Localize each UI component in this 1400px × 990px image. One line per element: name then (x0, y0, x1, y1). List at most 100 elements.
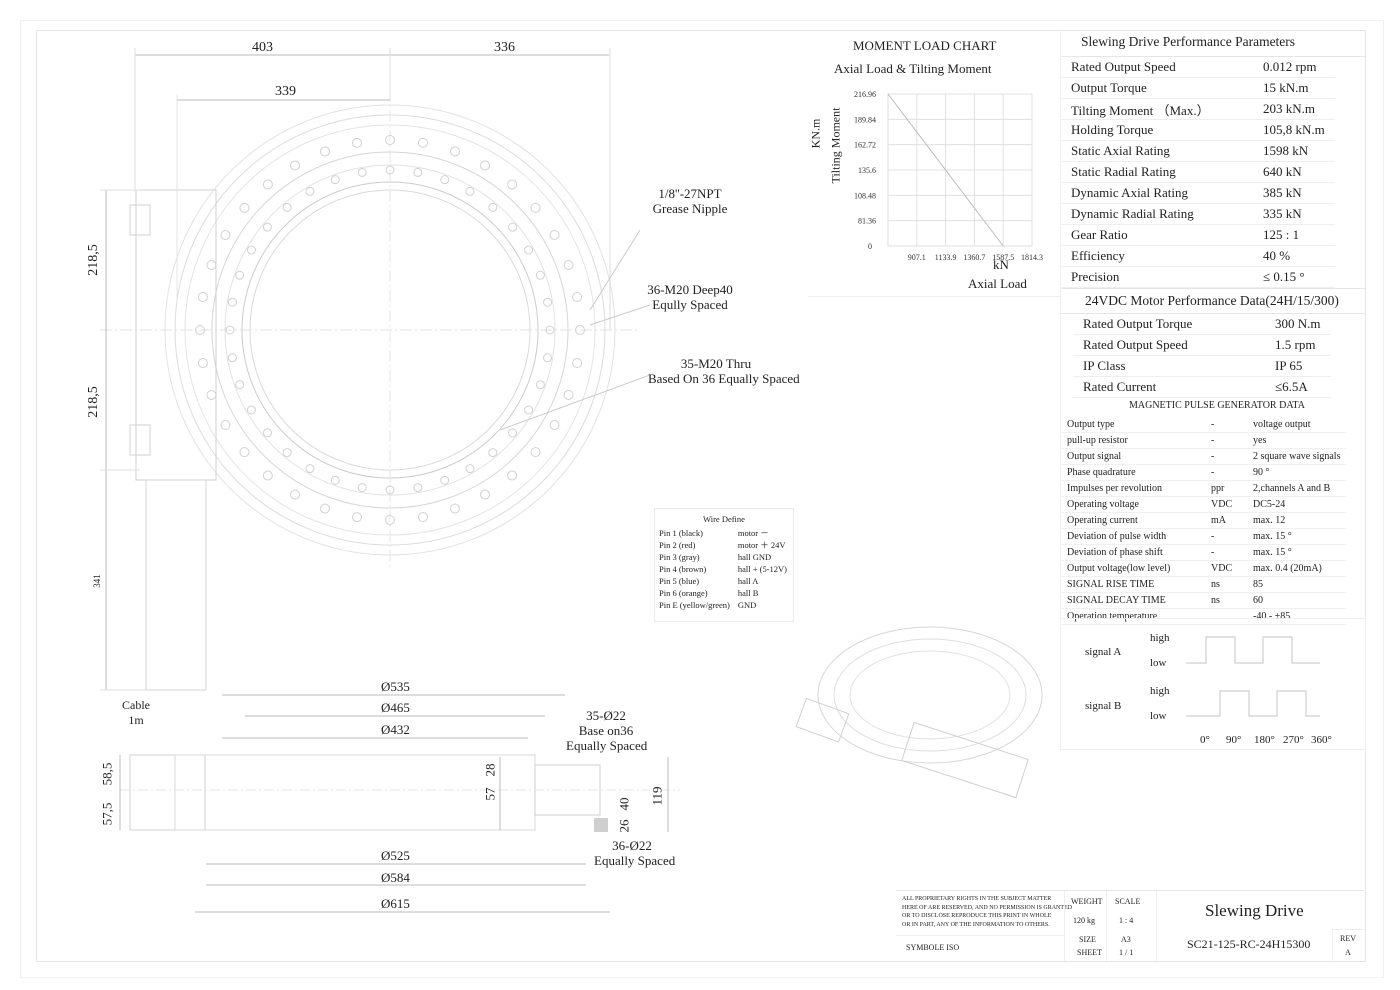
x-tick-label: 1814.3 (1021, 253, 1043, 262)
bolt-hole (220, 230, 231, 240)
pulse-row-cell: - (1205, 417, 1247, 433)
perf-row-cell: ≤ 0.15 ° (1253, 266, 1335, 288)
wire-row-cell: Pin 3 (gray) (659, 552, 700, 562)
bolt-hole (413, 167, 423, 177)
wire-row-cell: hall GND (737, 552, 772, 562)
wire-row-cell: Pin E (yellow/green) (659, 600, 730, 610)
pulse-row: pull-up resistor-yes (1061, 432, 1347, 449)
pulse-row: Phase quadrature-90 ° (1061, 464, 1347, 481)
bolt-hole (535, 270, 545, 280)
bolt-hole (290, 489, 300, 500)
bolt-hole (563, 389, 574, 400)
wire-row-cell: hall + (5-12V) (737, 564, 787, 574)
wire-row: Pin E (yellow/green) GND (655, 599, 791, 611)
bolt-hole (575, 325, 585, 335)
perf-row: Tilting Moment （Max.）203 kN.m (1061, 98, 1335, 120)
pulse-row-cell: - (1205, 544, 1247, 561)
chart-subtitle: Axial Load & Tilting Moment (834, 61, 992, 76)
pulse-row-cell: ns (1205, 576, 1247, 593)
perf-row-cell: Dynamic Radial Rating (1061, 203, 1253, 225)
bolt-hole (385, 135, 395, 145)
bolt-hole (246, 245, 256, 255)
angle-0: 0° (1200, 734, 1210, 746)
wire-table: Pin 1 (black)motor －Pin 2 (red)motor ＋ 2… (655, 527, 791, 611)
bolt-hole (320, 146, 331, 157)
pulse-row-cell: Output voltage(low level) (1061, 560, 1205, 577)
wire-row-cell: GND (737, 600, 757, 610)
angle-90: 90° (1226, 734, 1242, 746)
bolt-hole (480, 489, 490, 500)
pulse-row-cell: - (1205, 464, 1247, 481)
symbol-cell: SYMBOLE ISO (896, 935, 1064, 962)
bolt-hole (227, 297, 237, 307)
pulse-row-cell: 2,channels A and B (1247, 480, 1347, 497)
weight-label: WEIGHT (1071, 897, 1103, 906)
bolt-hole (385, 485, 395, 495)
bolt-hole (235, 270, 245, 280)
signal-diagram: signal A signal B high low high low 0° 9… (1060, 618, 1366, 750)
pulse-row-cell: - (1205, 528, 1247, 545)
pulse-row-cell: ns (1205, 592, 1247, 609)
signal-a-high: high (1150, 632, 1170, 644)
bolt-hole (549, 420, 560, 430)
bolt-hole (357, 167, 367, 177)
bolt-hole (572, 292, 583, 303)
perf-row-cell: Static Radial Rating (1061, 161, 1253, 183)
dim-58-5: 58,5 (99, 762, 115, 786)
y-tick-label: 189.84 (854, 115, 876, 124)
bolt-hole (530, 447, 541, 458)
bolt-hole (417, 137, 428, 148)
signal-a-label: signal A (1085, 646, 1122, 658)
dim-57: 57 (482, 787, 498, 801)
bolt-hole (239, 202, 250, 213)
bolt-hole (545, 325, 555, 335)
perf-row-cell: 335 kN (1253, 203, 1335, 225)
signal-a-wave (1186, 636, 1320, 664)
motor-title: 24VDC Motor Performance Data(24H/15/300) (1061, 288, 1365, 314)
perf-title: Slewing Drive Performance Parameters (1061, 30, 1365, 57)
dim-d615: Ø615 (381, 896, 410, 911)
name-cell: Slewing Drive SC21-125-RC-24H15300 (1156, 891, 1333, 961)
sheet-label: SHEET (1077, 948, 1102, 957)
y-tick-label: 81.36 (858, 217, 876, 226)
bolt-hole (440, 175, 450, 185)
bolt-hole (508, 222, 518, 232)
bolt-hole (197, 292, 208, 303)
part-number: SC21-125-RC-24H15300 (1187, 937, 1311, 951)
pulse-row-cell: VDC (1205, 560, 1247, 577)
pulse-row-cell: 90 ° (1247, 464, 1347, 481)
bolt-hole (262, 179, 273, 190)
wire-row: Pin 4 (brown)hall + (5-12V) (655, 563, 791, 575)
rev-cell: REV A (1332, 929, 1365, 962)
bolt-hole (417, 512, 428, 523)
pulse-row-cell: - (1205, 432, 1247, 449)
perf-row-cell: Output Torque (1061, 77, 1253, 99)
pulse-row-cell: Phase quadrature (1061, 464, 1205, 481)
pulse-row-cell: SIGNAL RISE TIME (1061, 576, 1205, 593)
dim-339: 339 (275, 84, 296, 99)
motor-row-cell: IP 65 (1265, 355, 1331, 377)
signal-b-label: signal B (1085, 700, 1122, 712)
bolt-hole (507, 179, 518, 190)
rights-notice: ALL PROPRIETARY RIGHTS IN THE SUBJECT MA… (902, 896, 1073, 928)
dim-341: 341 (91, 574, 102, 588)
signal-a-low: low (1150, 657, 1167, 669)
pulse-row-cell: Output type (1061, 417, 1205, 433)
bolt-hole (197, 357, 208, 368)
sheet-value: 1 / 1 (1119, 948, 1134, 957)
bolt-hole (305, 186, 315, 196)
bolt-hole (480, 160, 490, 171)
perf-row-cell: 40 % (1253, 245, 1335, 267)
x-tick-label: 1360.7 (963, 253, 985, 262)
pulse-row-cell: Deviation of pulse width (1061, 528, 1205, 545)
bolt-hole (543, 353, 553, 363)
